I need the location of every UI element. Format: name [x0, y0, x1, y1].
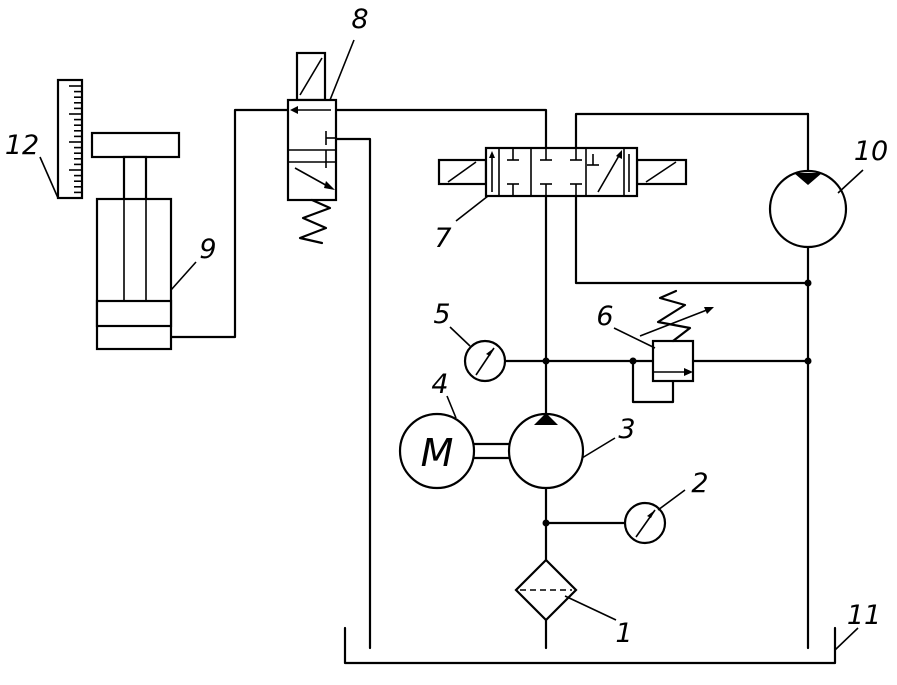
leader-lines [39, 39, 864, 651]
label-12: 12 [5, 130, 39, 161]
label-5: 5 [433, 299, 450, 330]
label-6: 6 [596, 301, 613, 332]
junction-dots [542, 279, 812, 527]
label-11: 11 [847, 600, 881, 631]
label-4: 4 [431, 369, 448, 400]
label-10: 10 [854, 136, 888, 167]
component-labels: 1 2 3 4 5 6 7 8 9 10 11 12 [5, 4, 888, 649]
measuring-scale-icon [56, 78, 84, 200]
pressure-gauge-icon [623, 501, 667, 545]
label-8: 8 [351, 4, 368, 35]
hydraulic-cylinder-icon [90, 131, 181, 351]
filter-icon [514, 558, 578, 622]
relief-valve-icon [639, 289, 714, 383]
label-7: 7 [434, 223, 451, 254]
label-2: 2 [691, 468, 708, 499]
tank-icon [343, 626, 837, 665]
motor-letter: M [421, 431, 454, 475]
directional-valve-icon [437, 146, 688, 198]
hydraulic-motor-icon [768, 169, 848, 249]
label-1: 1 [615, 618, 632, 649]
shaft-coupling [472, 442, 511, 460]
pressure-gauge-icon [463, 339, 507, 383]
pump-icon [507, 412, 585, 490]
label-3: 3 [618, 414, 635, 445]
electric-motor-icon: M [398, 412, 476, 490]
label-9: 9 [199, 234, 216, 265]
solenoid-valve-icon [286, 51, 338, 245]
